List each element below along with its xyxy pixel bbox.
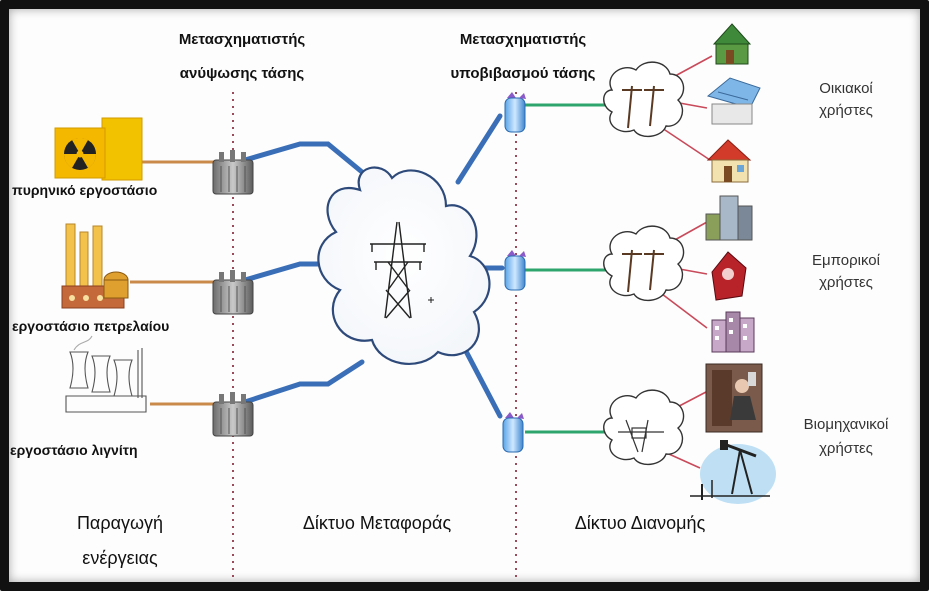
- step-up-transformer-icon: [212, 392, 254, 437]
- hv-line-oil: [242, 261, 331, 283]
- step-down-transformer-icon: [502, 412, 524, 453]
- step-down-transformer-icon: [504, 92, 526, 133]
- utility-pole-icon: [622, 249, 664, 293]
- solar-house-icon: [706, 77, 761, 125]
- green-house-icon: [712, 23, 752, 65]
- industrial-users-line2: χρήστες: [819, 440, 873, 457]
- residential-users-line1: Οικιακοί: [819, 80, 873, 97]
- distribution-cloud: [603, 61, 685, 137]
- section-transmission: Δίκτυο Μεταφοράς: [302, 513, 452, 533]
- hv-line-nuclear: [242, 141, 365, 175]
- industrial-worker-icon: [705, 363, 763, 433]
- lignite-plant-label: εργοστάσιο λιγνίτη: [10, 442, 138, 458]
- commercial-users-line2: χρήστες: [819, 274, 873, 291]
- oil-plant-label: εργοστάσιο πετρελαίου: [12, 318, 170, 334]
- oil-plant-icon: [61, 223, 129, 309]
- step-down-transformer-icon: [504, 250, 526, 291]
- red-roof-house-icon: [706, 139, 752, 183]
- industrial-users-line1: Βιομηχανικοί: [803, 416, 889, 433]
- distribution-cloud: [603, 389, 685, 465]
- step-up-transformer-icon: [212, 150, 254, 195]
- section-distribution: Δίκτυο Διανομής: [574, 513, 706, 533]
- step-down-label-line1: Μετασχηματιστής: [459, 31, 587, 48]
- step-up-transformers: [212, 150, 254, 437]
- step-up-transformer-icon: [212, 270, 254, 315]
- section-dividers: [232, 92, 517, 582]
- townhouses-icon: [711, 311, 755, 353]
- nuclear-plant-icon: [54, 117, 143, 181]
- oil-pump-icon: [690, 440, 776, 504]
- line-shop-3: [661, 293, 708, 329]
- nuclear-plant-label: πυρηνικό εργοστάσιο: [12, 182, 158, 198]
- distribution-clouds: [603, 61, 685, 465]
- section-generation-line1: Παραγωγή: [76, 513, 164, 533]
- section-generation-line2: ενέργειας: [82, 548, 158, 568]
- office-tower-icon: [705, 195, 753, 241]
- plant-connection-lines: [130, 160, 218, 406]
- utility-pole-icon: [622, 85, 664, 129]
- step-down-transformers: [502, 92, 526, 453]
- shop-icon: [711, 251, 747, 301]
- distribution-cloud: [603, 225, 685, 301]
- step-up-label-line1: Μετασχηματιστής: [178, 31, 306, 48]
- utility-pole-icons: [618, 85, 664, 453]
- lignite-plant-icon: [65, 335, 147, 413]
- distribution-lines: [525, 103, 607, 434]
- hv-line-lignite: [242, 359, 365, 405]
- line-house-3: [661, 127, 711, 161]
- step-up-label-line2: ανύψωσης τάσης: [179, 65, 305, 82]
- transmission-tower-icon: [370, 221, 434, 319]
- hv-line-out-top: [455, 113, 503, 185]
- utility-pole-icon: [618, 419, 664, 453]
- residential-users-line2: χρήστες: [819, 102, 873, 119]
- commercial-users-line1: Εμπορικοί: [812, 252, 880, 269]
- step-down-label-line2: υποβιβασμού τάσης: [450, 65, 596, 82]
